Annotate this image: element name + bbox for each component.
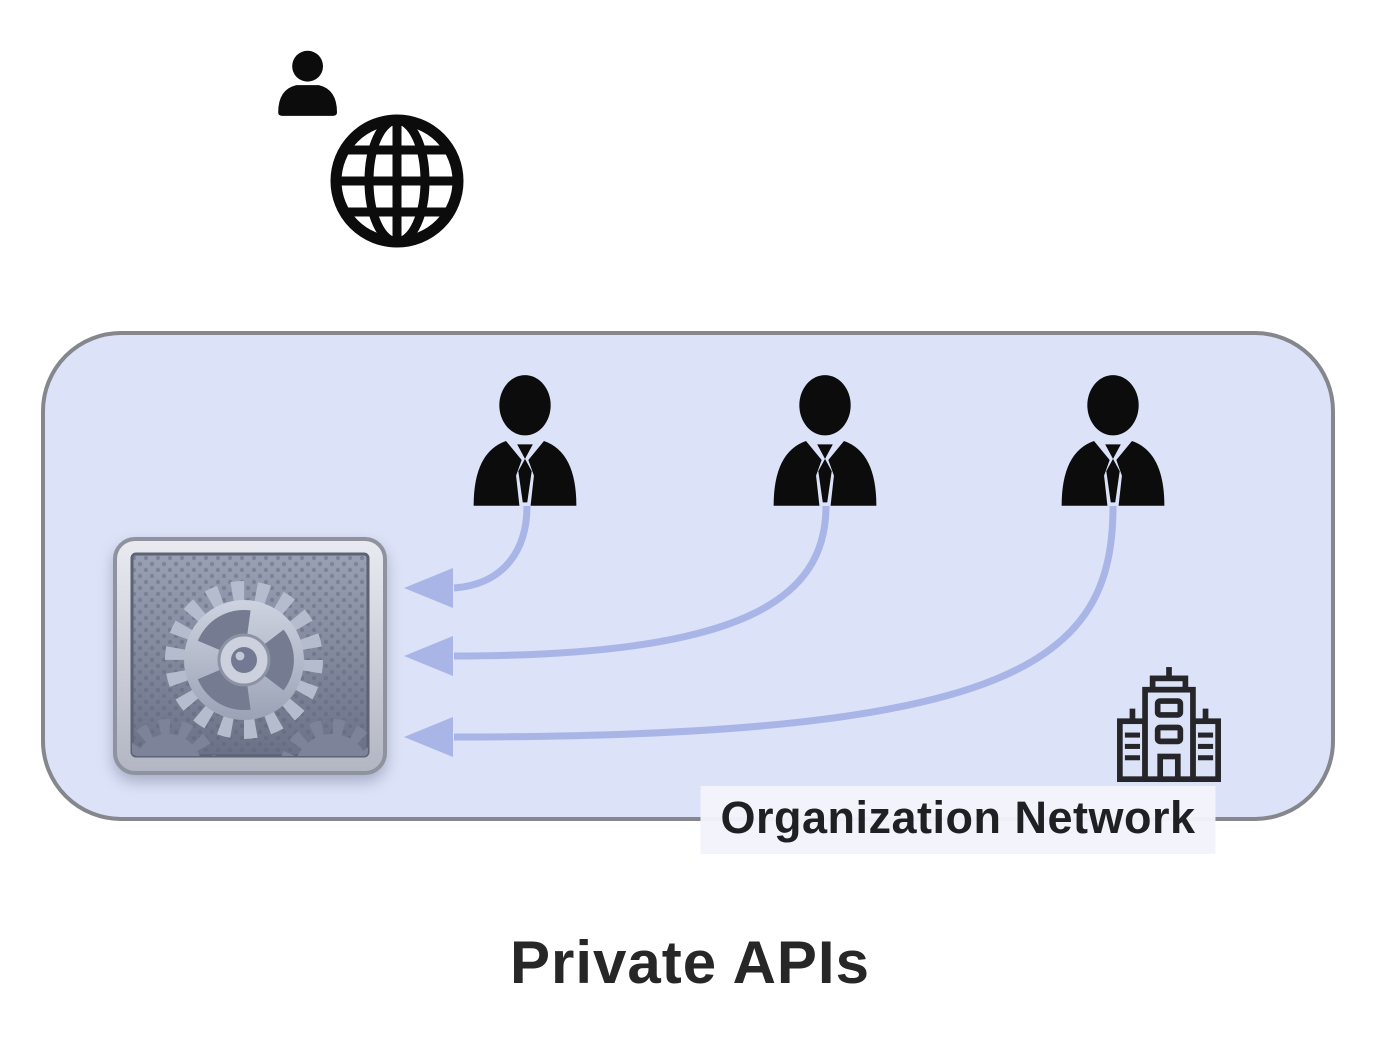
employee-tie-icon: [473, 375, 577, 506]
external-user-and-globe: [278, 50, 464, 248]
organization-network-label-text: Organization Network: [720, 792, 1196, 843]
office-building-icon: [1117, 667, 1221, 783]
small-gear-right: [279, 719, 368, 756]
gears-app-icon: [113, 537, 387, 775]
diagram-title-text: Private APIs: [510, 929, 870, 996]
diagram-title: Private APIs: [0, 928, 1380, 997]
organization-network-label: Organization Network: [700, 786, 1216, 854]
employee-tie-icon: [1061, 375, 1165, 506]
main-gear: [165, 581, 323, 739]
person-icon: [278, 50, 337, 116]
small-gear-left: [132, 719, 217, 756]
employee-tie-icon: [773, 375, 877, 506]
globe-icon: [330, 114, 464, 248]
